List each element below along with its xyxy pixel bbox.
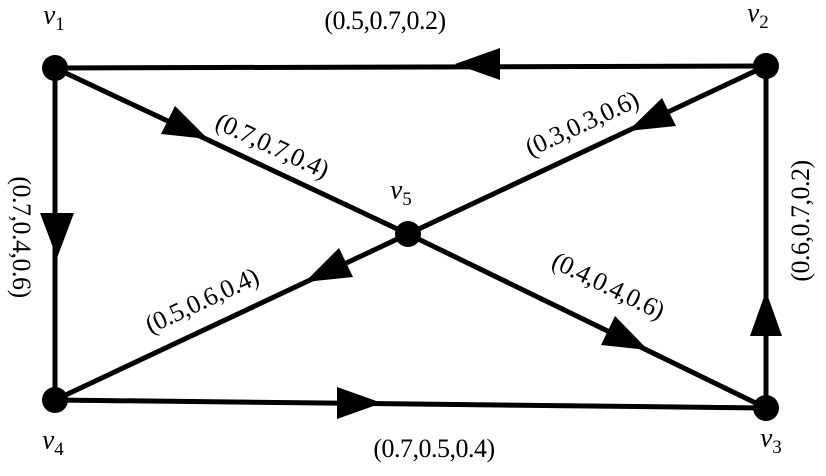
vertex-subscript: 3 [772,436,782,458]
vertex-symbol: v [760,422,773,453]
vertex-label-v2: v2 [747,0,768,32]
vertex-symbol: v [42,424,55,455]
vertex-dot-v4 [42,387,68,413]
edge-label-v2-v1: (0.5,0.7,0.2) [324,6,446,35]
edge-line-v1-v5 [53,65,410,237]
arrowhead-v2-to-v1 [455,48,500,80]
vertex-subscript: 1 [55,13,65,35]
arrowhead-v5-to-v3 [601,316,648,350]
arrowhead-v5-to-v4 [305,248,353,282]
vertex-label-v4: v4 [42,424,63,459]
vertex-symbol: v [43,0,56,30]
vertex-dot-v5 [395,221,421,247]
edge-label-v1-v4: (0.7,0.4,0.6) [7,176,36,298]
arrowhead-v3-to-v2 [750,291,782,336]
vertex-label-v1: v1 [43,0,64,34]
vertex-subscript: 2 [759,11,769,33]
vertex-dot-v1 [42,55,68,81]
arrowhead-v1-to-v4 [40,213,74,258]
vertex-symbol: v [747,0,760,28]
vertex-dot-v2 [753,53,779,79]
vertex-symbol: v [390,174,403,205]
edge-label-v3-v2: (0.6,0.7,0.2) [786,160,815,282]
edge-line-v4-v3 [54,397,767,411]
vertex-subscript: 4 [54,438,64,460]
arrowhead-v4-to-v3 [337,387,382,419]
edge-line-v2-v5 [406,63,768,237]
edge-line-v5-v3 [406,231,768,411]
vertex-label-v5: v5 [390,174,411,209]
vertex-subscript: 5 [402,188,412,210]
arrowhead-v1-to-v5 [161,106,208,139]
edge-label-v4-v3: (0.7,0.5,0.4) [373,434,495,463]
vertex-label-v3: v3 [760,422,781,457]
edge-line-v5-v4 [53,231,410,403]
vertex-dot-v3 [753,395,779,421]
arrowhead-v2-to-v5 [628,98,676,131]
edge-line-v2-v1 [54,63,767,71]
